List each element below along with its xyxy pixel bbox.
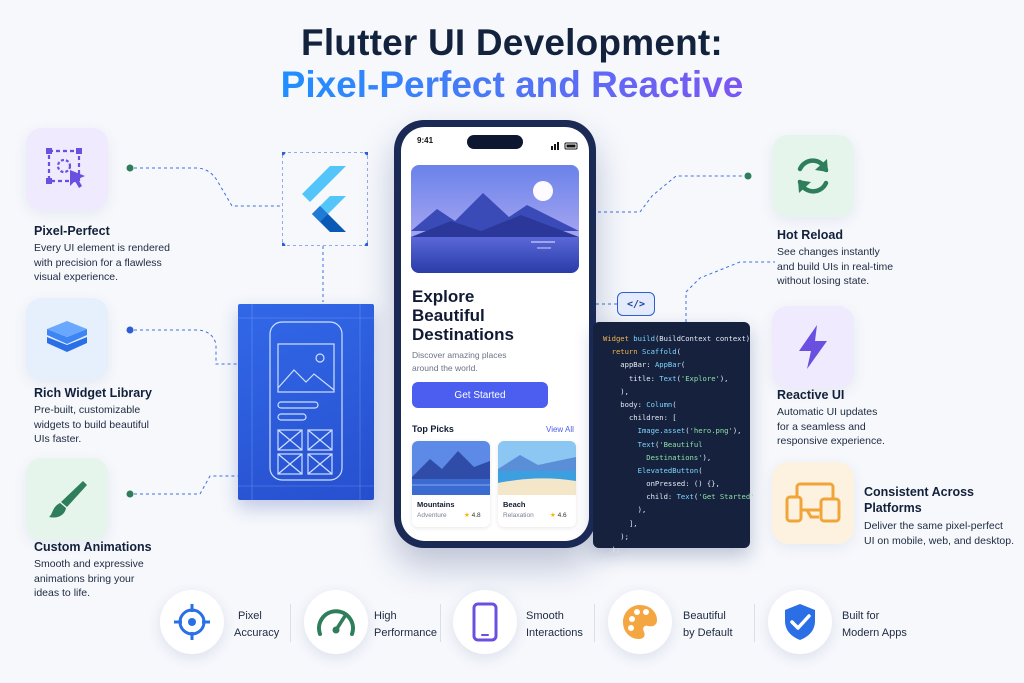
performance-badge bbox=[304, 590, 368, 654]
code-line: ); bbox=[603, 545, 621, 554]
layers-icon bbox=[47, 321, 87, 352]
code-line: children: [ bbox=[603, 413, 677, 423]
star-icon: ★ bbox=[550, 512, 556, 519]
flutter-logo-icon bbox=[278, 148, 372, 250]
modern-apps-badge bbox=[768, 590, 832, 654]
code-line: ), bbox=[603, 505, 647, 515]
phone-time: 9:41 bbox=[417, 136, 434, 145]
devices-icon bbox=[785, 482, 841, 523]
card-beach[interactable]: Beach Relaxation ★ 4.6 bbox=[498, 441, 576, 527]
feature-title-widget-library: Rich Widget Library bbox=[34, 386, 152, 400]
phone-notch bbox=[467, 135, 523, 149]
speedometer-icon bbox=[317, 609, 355, 636]
code-line: ); bbox=[603, 531, 629, 541]
interactions-badge bbox=[453, 590, 517, 654]
card-subtitle: Adventure bbox=[417, 512, 447, 519]
feature-title-pixel-perfect: Pixel-Perfect bbox=[34, 224, 110, 238]
code-line: return Scaffold( bbox=[611, 347, 681, 357]
code-badge-icon: </> bbox=[617, 292, 655, 316]
beautiful-badge bbox=[608, 590, 672, 654]
feature-title-reactive-ui: Reactive UI bbox=[777, 388, 845, 402]
widget-library-tile bbox=[26, 298, 108, 380]
code-line: onPressed: () {}, bbox=[603, 479, 720, 489]
pixel-perfect-tile bbox=[26, 128, 108, 210]
palette-icon bbox=[623, 605, 657, 639]
card-rating: ★ 4.8 bbox=[464, 512, 481, 519]
card-title: Beach bbox=[503, 500, 526, 509]
code-line: ), bbox=[603, 386, 629, 396]
code-line: title: Text('Explore'), bbox=[603, 373, 729, 383]
pixel-accuracy-badge bbox=[160, 590, 224, 654]
wireframe-blueprint bbox=[238, 304, 374, 500]
code-line: child: Text('Get Started'), bbox=[603, 492, 764, 502]
code-line: Widget build(BuildContext context) { bbox=[603, 334, 759, 343]
card-subtitle: Relaxation bbox=[503, 512, 534, 519]
divider bbox=[754, 604, 755, 642]
crosshair-icon bbox=[174, 604, 210, 640]
view-all-link[interactable]: View All bbox=[546, 425, 574, 434]
hero-image bbox=[411, 165, 579, 273]
title-line-2: Pixel-Perfect and Reactive bbox=[280, 64, 744, 105]
code-snippet: Widget build(BuildContext context) { ret… bbox=[593, 322, 764, 567]
refresh-icon bbox=[797, 158, 829, 194]
card-title: Mountains bbox=[417, 500, 455, 509]
feature-title-hot-reload: Hot Reload bbox=[777, 228, 843, 242]
title-line-1: Flutter UI Development: bbox=[301, 22, 723, 63]
code-line: Image.asset('hero.png'), bbox=[637, 426, 742, 436]
code-line: ], bbox=[603, 518, 638, 528]
hot-reload-tile bbox=[772, 135, 854, 217]
flutter-logo-frame bbox=[278, 148, 372, 250]
feature-title-animations: Custom Animations bbox=[34, 540, 152, 554]
wireframe-phone-icon bbox=[238, 304, 374, 500]
mountain-lake-image bbox=[411, 165, 579, 273]
code-line: } bbox=[603, 558, 608, 568]
beach-thumbnail bbox=[498, 441, 576, 495]
card-mountains[interactable]: Mountains Adventure ★ 4.8 bbox=[412, 441, 490, 527]
brush-icon bbox=[49, 481, 87, 518]
divider bbox=[290, 604, 291, 642]
card-rating: ★ 4.6 bbox=[550, 512, 567, 519]
code-line: appBar: AppBar( bbox=[603, 360, 686, 370]
code-line: Text('Beautiful bbox=[637, 439, 703, 449]
animations-tile bbox=[26, 458, 108, 540]
star-icon: ★ bbox=[464, 512, 470, 519]
top-picks-title: Top Picks bbox=[412, 424, 454, 434]
code-line: ElevatedButton( bbox=[637, 465, 703, 475]
battery-icon bbox=[551, 142, 578, 150]
selection-cursor-icon bbox=[46, 148, 85, 188]
get-started-button[interactable]: Get Started bbox=[412, 382, 548, 408]
smartphone-icon bbox=[472, 602, 498, 642]
code-line: body: Column( bbox=[603, 399, 677, 409]
status-icons bbox=[551, 137, 579, 155]
shield-check-icon bbox=[785, 604, 815, 640]
mountains-thumbnail bbox=[412, 441, 490, 495]
code-line: Destinations'), bbox=[603, 452, 712, 462]
platforms-tile bbox=[772, 462, 854, 544]
reactive-ui-tile bbox=[772, 306, 854, 388]
lightning-icon bbox=[799, 325, 827, 369]
divider bbox=[440, 604, 441, 642]
divider bbox=[594, 604, 595, 642]
